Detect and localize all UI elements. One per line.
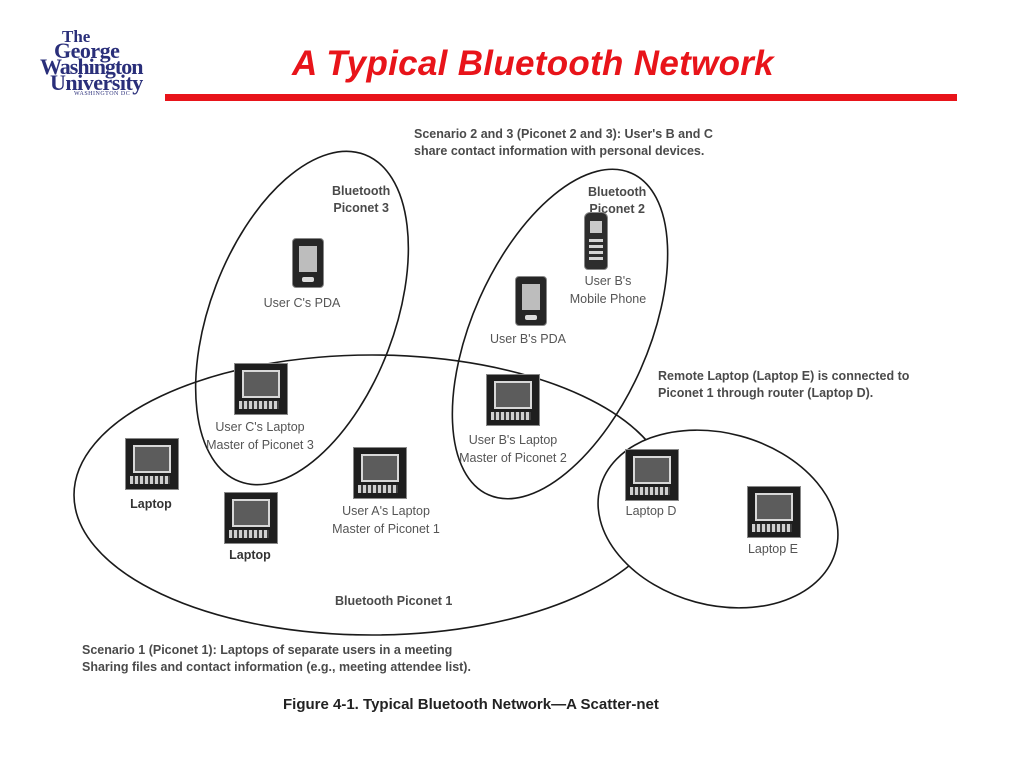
logo-text: The: [62, 27, 91, 46]
note-line: Remote Laptop (Laptop E) is connected to: [658, 369, 910, 383]
piconet-label-line: Bluetooth: [332, 184, 391, 198]
laptop-e-label: Laptop E: [747, 542, 799, 556]
piconet-3-label: Bluetooth Piconet 3: [332, 183, 390, 217]
laptop-icon: [125, 438, 179, 490]
scenario-1-note: Scenario 1 (Piconet 1): Laptops of separ…: [82, 642, 471, 676]
note-line: Scenario 2 and 3 (Piconet 2 and 3): User…: [414, 127, 713, 141]
piconet-2-outline: [451, 168, 669, 500]
label-line: User B's: [584, 274, 632, 288]
mobile-phone-icon: [584, 212, 608, 270]
note-line: share contact information with personal …: [414, 143, 705, 158]
user-b-pda-label: User B's PDA: [489, 332, 566, 346]
pda-icon: [515, 276, 547, 326]
note-line: Scenario 1 (Piconet 1): Laptops of separ…: [82, 643, 453, 657]
logo-text: University: [50, 70, 143, 95]
pda-icon: [292, 238, 324, 288]
user-c-laptop-label: User C's Laptop Master of Piconet 3: [190, 418, 330, 454]
piconet-label-line: Piconet 3: [333, 200, 389, 215]
label-line: User C's Laptop: [215, 420, 305, 434]
user-b-laptop-label: User B's Laptop Master of Piconet 2: [443, 431, 583, 467]
laptop-icon: [234, 363, 288, 415]
label-line: Mobile Phone: [569, 292, 647, 307]
note-line: Piconet 1 through router (Laptop D).: [658, 385, 874, 400]
label-line: Master of Piconet 3: [206, 438, 314, 453]
laptop-icon: [353, 447, 407, 499]
scenario-2-3-note: Scenario 2 and 3 (Piconet 2 and 3): User…: [414, 126, 713, 160]
laptop-d-label: Laptop D: [625, 504, 677, 518]
laptop-left-label: Laptop: [130, 497, 172, 511]
laptop-icon: [224, 492, 278, 544]
label-line: User B's Laptop: [468, 433, 558, 447]
user-b-phone-label: User B's Mobile Phone: [553, 272, 663, 308]
laptop-icon: [747, 486, 801, 538]
label-line: Master of Piconet 1: [332, 522, 440, 537]
laptop-icon: [486, 374, 540, 426]
laptop-bottom-label: Laptop: [229, 548, 271, 562]
piconet-1-label: Bluetooth Piconet 1: [335, 594, 453, 608]
slide-title: A Typical Bluetooth Network: [292, 44, 774, 83]
note-line: Sharing files and contact information (e…: [82, 659, 471, 674]
logo-text: George: [54, 38, 120, 63]
logo-text: Washington: [40, 54, 143, 79]
logo-text: WASHINGTON DC: [74, 91, 131, 97]
user-a-laptop-label: User A's Laptop Master of Piconet 1: [315, 502, 457, 538]
user-c-pda-label: User C's PDA: [263, 296, 341, 310]
piconet-3-outline: [194, 150, 410, 486]
remote-laptop-note: Remote Laptop (Laptop E) is connected to…: [658, 368, 909, 402]
label-line: User A's Laptop: [342, 504, 430, 518]
figure-caption: Figure 4-1. Typical Bluetooth Network—A …: [283, 696, 659, 713]
label-line: Master of Piconet 2: [459, 451, 567, 466]
title-divider: [165, 94, 957, 101]
university-logo: The George Washington University WASHING…: [40, 27, 170, 97]
piconet-label-line: Bluetooth: [588, 185, 647, 199]
laptop-icon: [625, 449, 679, 501]
